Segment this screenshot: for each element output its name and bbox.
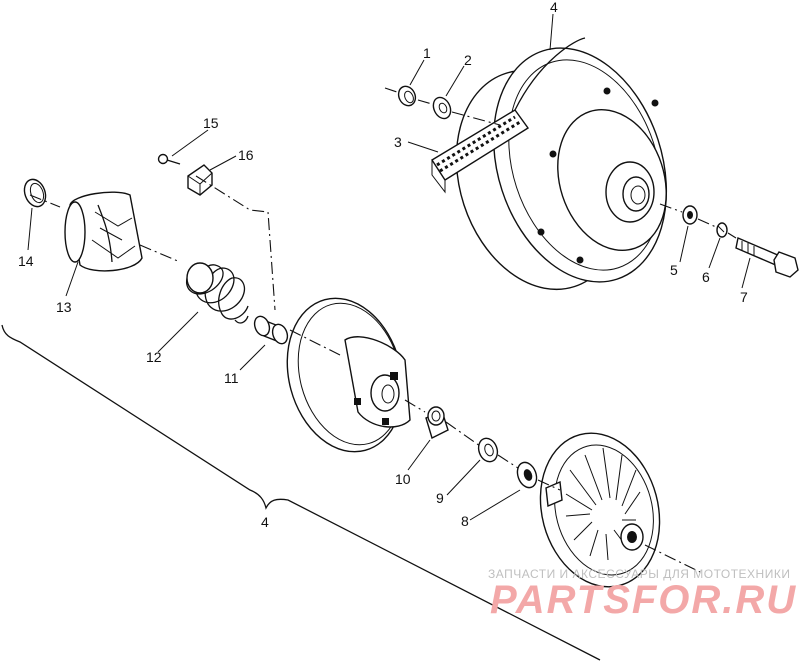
- callout-12: 12: [146, 349, 162, 365]
- callout-6: 6: [702, 269, 710, 285]
- callout-15: 15: [203, 115, 219, 131]
- bushing-11: [253, 315, 289, 345]
- callout-11: 11: [224, 370, 239, 386]
- spring-12: [186, 262, 249, 324]
- washer-2: [432, 96, 452, 120]
- washer-8: [516, 461, 538, 489]
- assembly-brace: [1, 324, 601, 661]
- axis-line-main: [29, 194, 701, 573]
- callout-10: 10: [395, 471, 411, 487]
- axis-line-top: [384, 87, 501, 126]
- callout-4-brace: 4: [261, 514, 269, 530]
- callout-5: 5: [670, 262, 678, 278]
- callout-16: 16: [238, 147, 254, 163]
- button-16: [187, 164, 213, 196]
- watermark-logo: PARTSFOR.RU: [490, 578, 798, 622]
- callout-labels: 1 2 3 4 4 5 6 7 8 9 10 11 12 13 14 15 16: [18, 0, 748, 530]
- movable-sheave: [286, 297, 411, 453]
- callout-2: 2: [464, 52, 472, 68]
- washer-1: [397, 85, 417, 107]
- callout-9: 9: [436, 490, 444, 506]
- leader-lines: [27, 13, 751, 521]
- callout-14: 14: [18, 253, 34, 269]
- driven-clutch-sheave: [455, 47, 668, 291]
- bushing-10: [425, 406, 449, 439]
- callout-8: 8: [461, 513, 469, 529]
- screw-15: [157, 153, 181, 165]
- washer-9: [477, 437, 499, 463]
- callout-4-top: 4: [550, 0, 558, 15]
- drive-belt: [431, 37, 586, 194]
- callout-7: 7: [740, 289, 748, 305]
- axis-line-button: [195, 175, 276, 311]
- watermark-tagline: ЗАПЧАСТИ И АКСЕССУАРЫ ДЛЯ МОТОТЕХНИКИ: [488, 567, 791, 581]
- fixed-sheave: [539, 432, 661, 588]
- axis-line-bolt: [659, 203, 737, 239]
- lock-washer-6: [716, 222, 728, 238]
- washer-5: [682, 205, 698, 225]
- bolt-7: [735, 237, 799, 278]
- cam-13: [64, 191, 143, 272]
- callout-1: 1: [423, 45, 431, 61]
- snap-ring-14: [23, 178, 47, 208]
- callout-13: 13: [56, 299, 72, 315]
- callout-3: 3: [394, 134, 402, 150]
